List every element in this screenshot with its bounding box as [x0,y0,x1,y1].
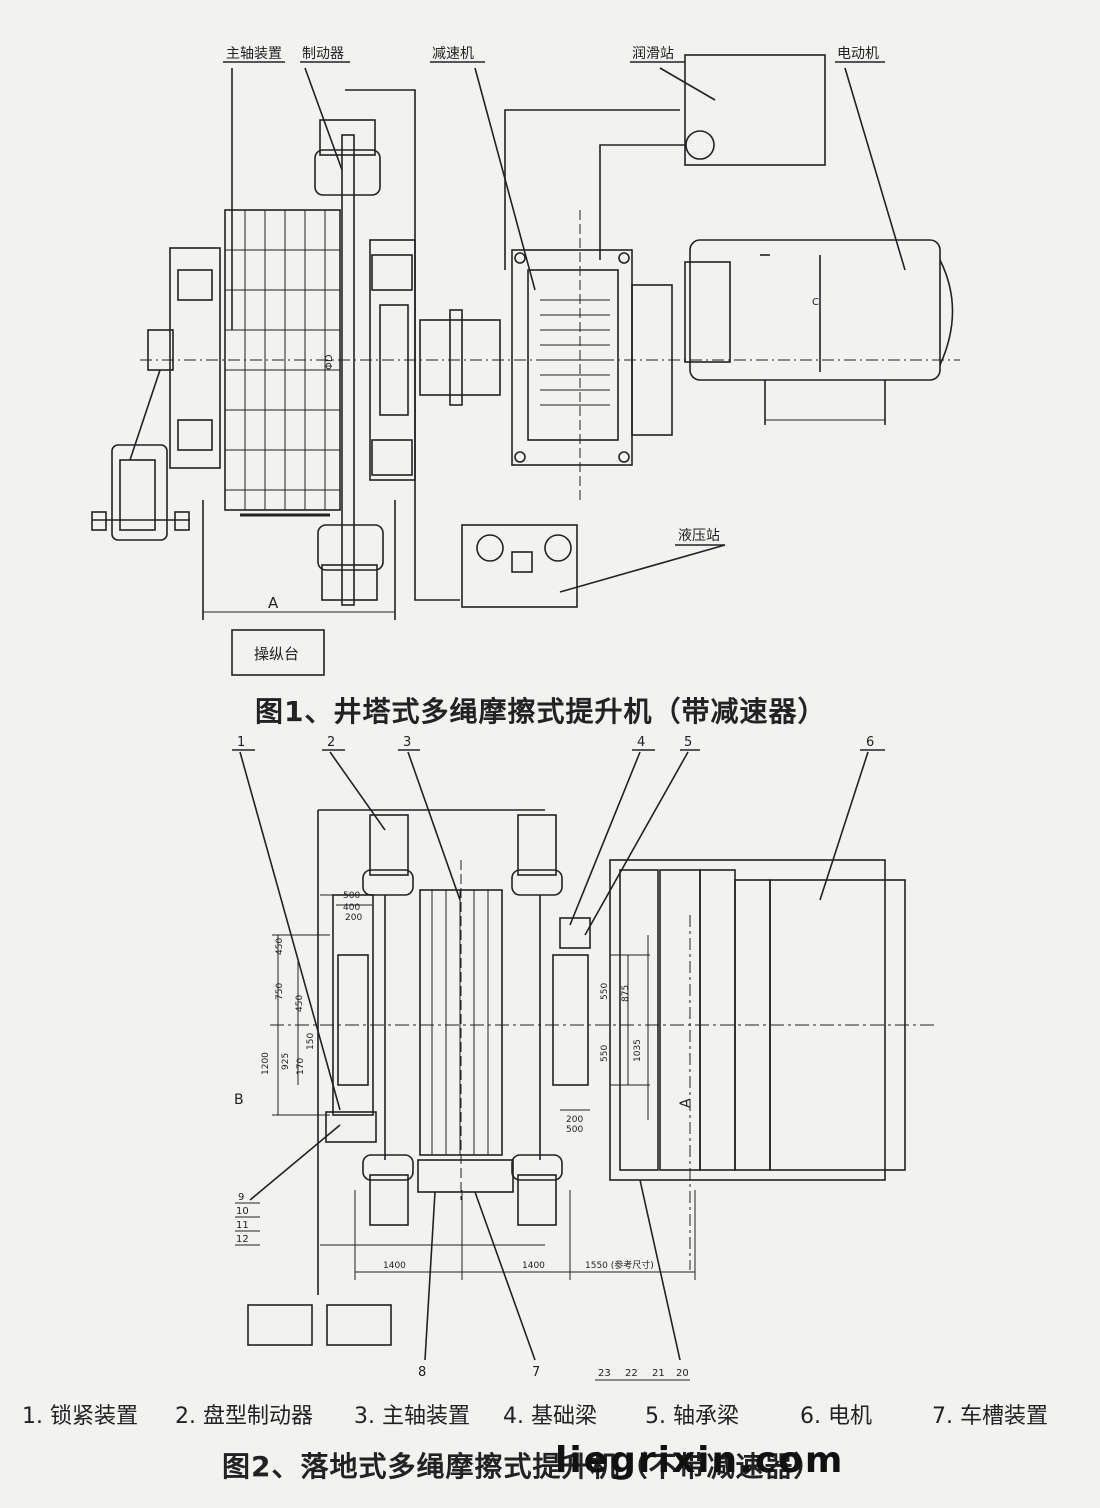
callout-11: 11 [236,1220,249,1231]
watermark: liegrixin.com [555,1440,845,1481]
dimension-c: C [812,297,819,308]
dim-1400-right: 1400 [522,1261,545,1271]
dim-200-right: 200 [566,1115,583,1125]
dim-1550: 1550 (参考尺寸) [585,1259,654,1271]
section-a-label: A [678,1098,694,1108]
dim-1400-left: 1400 [383,1261,406,1271]
callout-3: 3 [403,735,411,750]
legend-item-7: 7. 车槽装置 [932,1404,1048,1429]
dim-400: 400 [343,903,360,913]
label-main-shaft: 主轴装置 [226,46,282,62]
dim-1200: 1200 [261,1052,271,1075]
legend-item-5: 5. 轴承梁 [645,1404,739,1429]
callout-21: 21 [652,1368,665,1379]
callout-6: 6 [866,735,874,750]
callout-4: 4 [637,735,645,750]
callout-7: 7 [532,1365,540,1380]
legend-item-2: 2. 盘型制动器 [175,1404,313,1429]
legend-item-3: 3. 主轴装置 [354,1404,470,1429]
callout-1: 1 [237,735,245,750]
callout-5: 5 [684,735,692,750]
label-console: 操纵台 [254,645,299,663]
dim-450-top: 450 [275,938,285,955]
figure-1-drawing [91,54,960,676]
callout-20: 20 [676,1368,689,1379]
callout-9: 9 [238,1192,244,1203]
dim-200: 200 [345,913,362,923]
callout-2: 2 [327,735,335,750]
section-b-label: B [234,1092,244,1108]
callout-12: 12 [236,1234,249,1245]
legend-item-1: 1. 锁紧装置 [22,1404,138,1429]
dim-450-mid: 450 [295,995,305,1012]
legend-item-6: 6. 电机 [800,1404,872,1429]
dim-500: 500 [343,891,360,901]
dim-550-top: 550 [600,983,610,1000]
callout-23: 23 [598,1368,611,1379]
figure-1-caption: 图1、井塔式多绳摩擦式提升机（带减速器） [255,695,827,728]
dim-170: 170 [296,1058,306,1075]
callout-8: 8 [418,1365,426,1380]
dim-925: 925 [281,1053,291,1070]
dimension-a-fig1: A [268,594,279,612]
legend-item-4: 4. 基础梁 [503,1404,597,1429]
label-hydraulic-station: 液压站 [678,528,720,544]
dim-875: 875 [621,985,631,1002]
label-motor: 电动机 [837,46,879,62]
label-lube-station: 润滑站 [632,45,674,62]
callout-10: 10 [236,1206,249,1217]
dimension-phi-d: ΦD [324,354,335,370]
dim-150: 150 [306,1033,316,1050]
dim-550-bottom: 550 [600,1045,610,1062]
label-reducer: 减速机 [432,46,474,62]
callout-22: 22 [625,1368,638,1379]
dim-750: 750 [275,983,285,1000]
dim-1035: 1035 [633,1039,643,1062]
dim-500-right: 500 [566,1125,583,1135]
figure-2-drawing [232,749,935,1381]
figure-2-caption: 图2、落地式多绳摩擦式提升机（不带减速器） [222,1450,823,1483]
label-brake: 制动器 [302,46,344,62]
